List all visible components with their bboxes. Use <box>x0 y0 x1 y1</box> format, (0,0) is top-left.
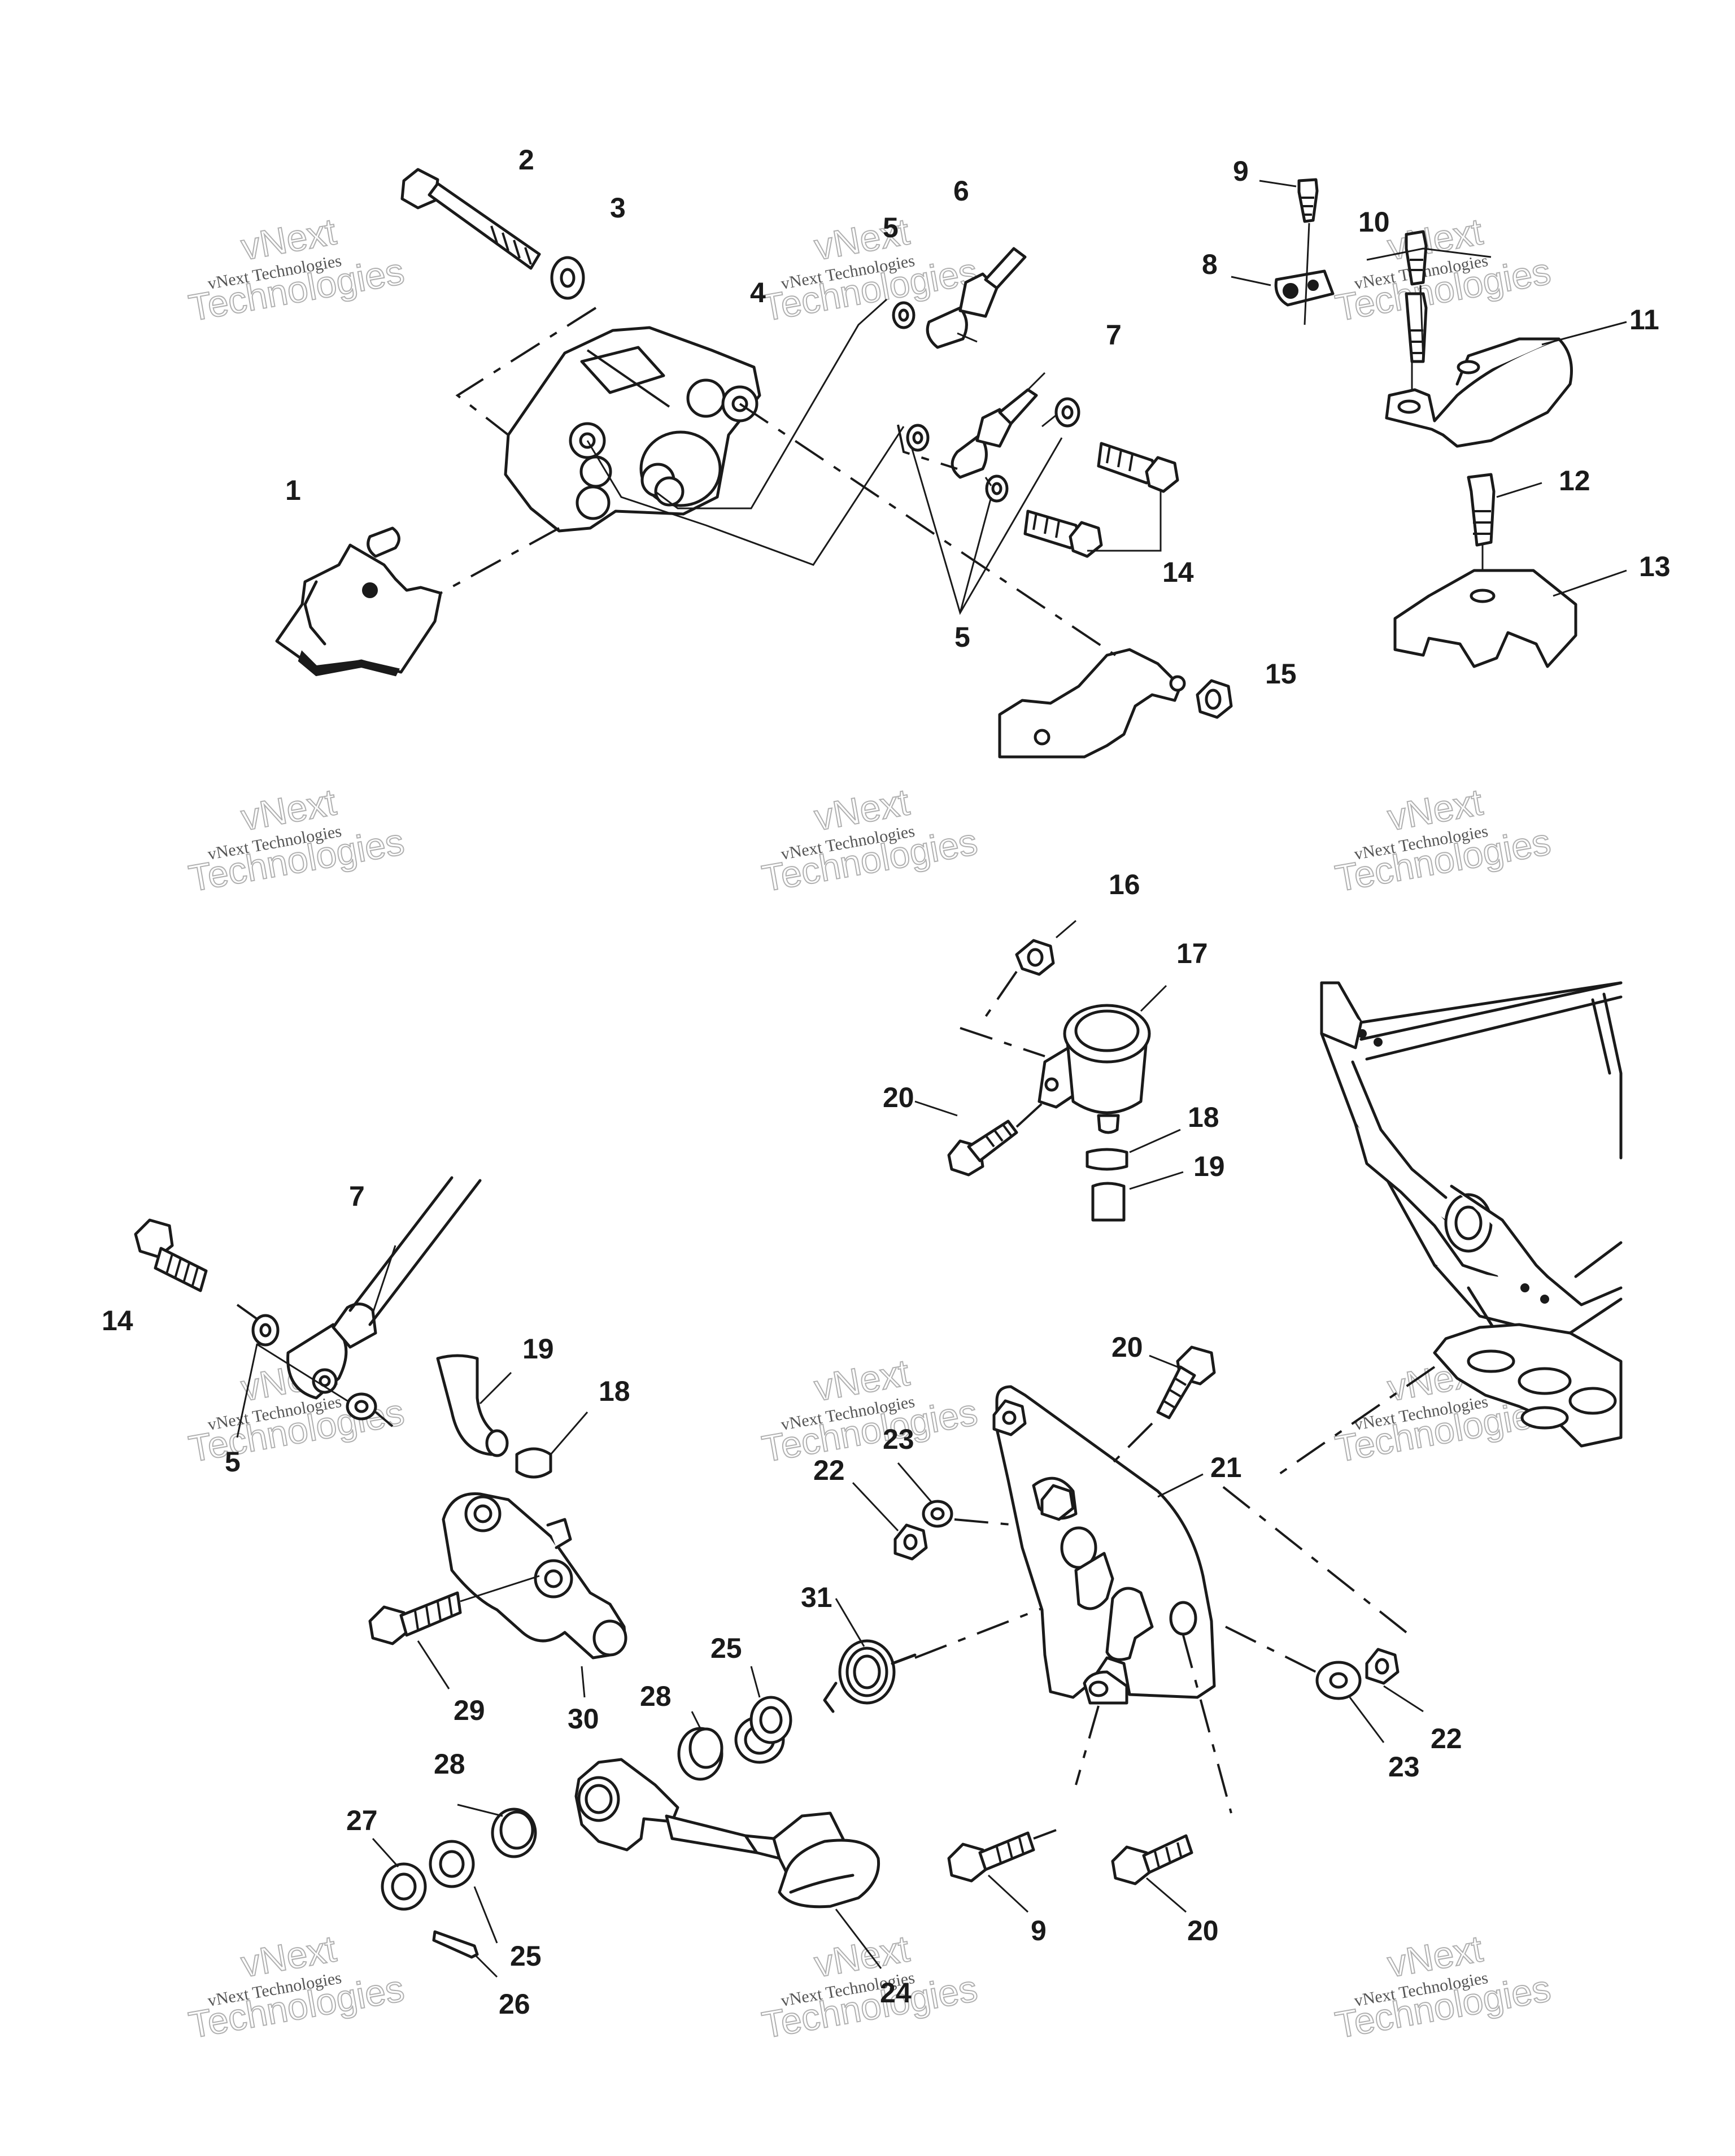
caliper-body <box>504 326 761 533</box>
caliper-bolt <box>400 168 541 270</box>
callout-31: 31 <box>801 1582 832 1613</box>
brake-line-fittings-top <box>892 247 1179 615</box>
callout-18-low: 18 <box>599 1375 630 1407</box>
callout-14-top: 14 <box>1162 556 1194 588</box>
caliper-group <box>275 168 1233 759</box>
callout-15: 15 <box>1265 658 1297 690</box>
watermark: vNext vNext Technologies Technologies <box>758 1351 981 1470</box>
watermark: vNext vNext Technologies Technologies <box>185 1927 408 2046</box>
callout-20-upper: 20 <box>1111 1331 1143 1363</box>
callout-7-top: 7 <box>1106 319 1122 351</box>
watermark: vNext vNext Technologies Technologies <box>185 780 408 900</box>
callout-19-top: 19 <box>1193 1151 1225 1182</box>
callout-21: 21 <box>1210 1452 1242 1483</box>
pad-pin <box>367 526 400 558</box>
callout-20-low: 20 <box>1187 1915 1219 1946</box>
callout-17: 17 <box>1176 938 1208 969</box>
callout-7-low: 7 <box>349 1181 365 1212</box>
callout-10: 10 <box>1358 206 1390 238</box>
callout-22-right: 22 <box>1431 1723 1462 1754</box>
callout-5-top: 5 <box>883 212 899 243</box>
callout-1: 1 <box>285 474 301 506</box>
clamp-group <box>1231 178 1627 668</box>
callout-4: 4 <box>750 277 766 308</box>
callout-19-low: 19 <box>522 1333 554 1365</box>
callout-13: 13 <box>1639 551 1671 582</box>
callout-20-mid: 20 <box>883 1082 914 1113</box>
pedal-group <box>372 1345 1424 1978</box>
callout-27: 27 <box>346 1805 378 1836</box>
callout-labels: 1 2 3 4 5 5 5 6 7 7 8 9 9 10 11 12 13 14… <box>102 144 1671 2020</box>
callout-12: 12 <box>1559 465 1590 496</box>
watermark: vNext vNext Technologies Technologies <box>1332 1927 1554 2046</box>
watermark: vNext vNext Technologies Technologies <box>758 780 981 900</box>
callout-28-low: 28 <box>434 1748 465 1780</box>
mount-bracket <box>998 648 1182 759</box>
callout-23-right: 23 <box>1388 1751 1420 1783</box>
callout-26: 26 <box>499 1988 530 2020</box>
watermark: vNext vNext Technologies Technologies <box>1332 780 1554 900</box>
callout-6: 6 <box>953 175 969 207</box>
callout-9-low: 9 <box>1031 1915 1047 1946</box>
callout-3: 3 <box>610 192 626 224</box>
callout-30: 30 <box>568 1703 599 1735</box>
callout-23-left: 23 <box>883 1423 914 1455</box>
return-spring <box>823 1639 917 1713</box>
caliper-nut <box>1196 679 1233 719</box>
callout-9-top: 9 <box>1233 155 1249 187</box>
callout-29: 29 <box>454 1695 485 1726</box>
callout-18-top: 18 <box>1188 1101 1219 1133</box>
callout-14-low: 14 <box>102 1305 133 1336</box>
watermark-layer: vNext vNext Technologies Technologies vN… <box>185 210 1554 2046</box>
callout-16: 16 <box>1109 869 1140 900</box>
callout-24: 24 <box>880 1977 912 2009</box>
callout-22-left: 22 <box>813 1454 845 1486</box>
watermark: vNext vNext Technologies Technologies <box>185 210 408 329</box>
callout-28-top: 28 <box>640 1680 672 1712</box>
brake-pad <box>275 543 442 677</box>
callout-25-top: 25 <box>710 1632 742 1664</box>
callout-5-mid: 5 <box>954 621 970 653</box>
callout-5-low: 5 <box>225 1446 241 1478</box>
callout-2: 2 <box>518 144 534 176</box>
master-cylinder-group <box>134 1176 627 1698</box>
callout-8: 8 <box>1202 249 1218 280</box>
frame-group <box>1213 981 1623 1634</box>
watermark: vNext vNext Technologies Technologies <box>758 210 981 329</box>
callout-25-low: 25 <box>510 1940 542 1972</box>
reservoir-group <box>914 920 1184 1222</box>
callout-11: 11 <box>1629 304 1659 336</box>
watermark: vNext vNext Technologies Technologies <box>758 1927 981 2046</box>
